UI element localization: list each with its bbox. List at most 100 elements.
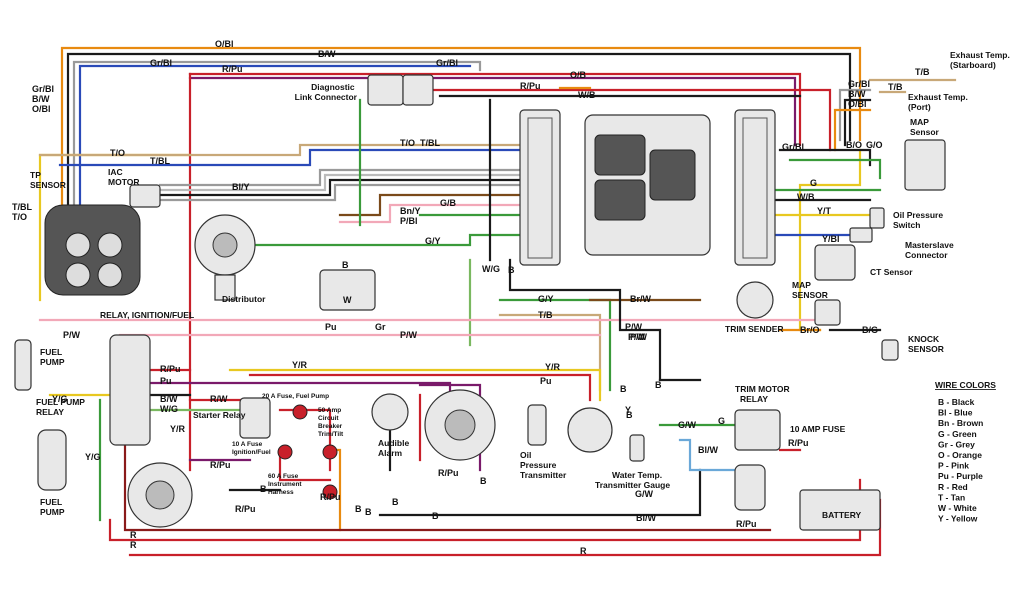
wire-label: Pu xyxy=(160,376,172,386)
label-fuel-pump-1: FUEL PUMP xyxy=(40,347,65,367)
wire-label: B xyxy=(508,265,515,275)
map-sensor-plug xyxy=(814,299,841,326)
legend-title: WIRE COLORS xyxy=(935,380,996,390)
label-fuse-50: 50 Amp Circuit Breaker Trim/Tilt xyxy=(318,407,344,438)
wire-label: B xyxy=(365,507,372,517)
throttle-bore-1 xyxy=(65,232,91,258)
wire-label: Bl/W xyxy=(698,445,719,455)
label-oil-pressure-transmitter: Oil Pressure Transmitter xyxy=(520,450,567,480)
wire-label: R/Pu xyxy=(235,504,256,514)
wire-label: Pu xyxy=(325,322,337,332)
wire-label: P/W xyxy=(63,330,81,340)
map-sensor-top xyxy=(904,139,946,191)
wire-label: T/B xyxy=(915,67,930,77)
battery xyxy=(799,489,881,531)
wire-b-w-r xyxy=(843,98,872,147)
wire-label: R/Pu xyxy=(788,438,809,448)
wire-label: W/G xyxy=(160,404,178,414)
wire-gr-bl-2 xyxy=(78,64,472,238)
label-exhaust-port: Exhaust Temp. (Port) xyxy=(908,92,970,112)
wire-black-ecm xyxy=(508,258,662,382)
wire-labels: O/BlB/WGr/BlR/PuGr/BlGr/BlB/WO/BlR/PuO/B… xyxy=(12,39,930,556)
wire-label: R/Pu xyxy=(160,364,181,374)
ecm-plug-bottom xyxy=(594,179,646,221)
wire-bl-y xyxy=(158,168,522,187)
oil-pressure-switch xyxy=(869,207,885,229)
label-ct-sensor: CT Sensor xyxy=(870,267,913,277)
wire-label: R/Pu xyxy=(222,64,243,74)
wire-label: B xyxy=(260,484,267,494)
audible-alarm xyxy=(371,393,409,431)
label-map-sensor: MAP SENSOR xyxy=(792,280,828,300)
wire-label: W/G xyxy=(482,264,500,274)
wire-b-o xyxy=(778,148,872,167)
label-relay-ignition: RELAY, IGNITION/FUEL xyxy=(100,310,194,320)
label-map-sensor-top: MAP Sensor xyxy=(910,117,940,137)
ecm-right-connector xyxy=(734,109,776,266)
legend-item: Gr - Grey xyxy=(938,439,975,449)
label-fuel-pump-relay: FUEL PUMP RELAY xyxy=(36,397,87,417)
wire-label: B xyxy=(355,504,362,514)
wire-label: B/G xyxy=(862,325,878,335)
label-audible-alarm: Audible Alarm xyxy=(378,438,412,458)
wire-label: Gr/Bl xyxy=(32,84,54,94)
wire-label: Gr/Bl xyxy=(848,79,870,89)
wire-label: O/Bl xyxy=(848,99,867,109)
wire-t-b-mid xyxy=(498,313,602,392)
trim-motor-relay xyxy=(734,409,781,451)
label-fuse-10: 10 A Fuse Ignition/Fuel xyxy=(232,441,271,456)
ecm-plug-top xyxy=(594,134,646,176)
label-fuse-10amp: 10 AMP FUSE xyxy=(790,424,846,434)
masterslave-connector xyxy=(849,227,873,243)
starter-relay xyxy=(239,397,271,439)
wire-label: T/O xyxy=(110,148,125,158)
legend-item: O - Orange xyxy=(938,450,982,460)
throttle-bore-2 xyxy=(97,232,123,258)
label-exhaust-starboard: Exhaust Temp. (Starboard) xyxy=(950,50,1012,70)
ecm-left-pins xyxy=(527,117,553,259)
label-iac-motor: IAC MOTOR xyxy=(108,167,139,187)
fuse-60a xyxy=(322,484,338,500)
fuel-pump-1 xyxy=(14,339,32,391)
wire-fuse-red-2 xyxy=(278,448,332,482)
wire-label: Y/G xyxy=(52,394,68,404)
wire-bundle-3 xyxy=(158,183,522,202)
iac-motor xyxy=(129,184,161,208)
wire-label: R/Pu xyxy=(438,468,459,478)
wire-label: G/O xyxy=(866,140,883,150)
label-trim-sender: TRIM SENDER xyxy=(725,324,784,334)
wire-label: B/W xyxy=(160,394,178,404)
diagnostic-connector-2 xyxy=(402,74,434,106)
label-fuse-20: 20 A Fuse, Fuel Pump xyxy=(262,393,329,400)
wire-label: R/W xyxy=(210,394,228,404)
label-diagnostic: Diagnostic Link Connector xyxy=(295,82,358,102)
wire-label: R xyxy=(130,530,137,540)
wire-label: Pu xyxy=(540,376,552,386)
diagnostic-connector xyxy=(367,74,404,106)
wire-o-bl-r xyxy=(833,108,872,152)
wire-label: G/W xyxy=(635,489,654,499)
wire-label: O/Bl xyxy=(32,104,51,114)
trim-sender xyxy=(736,281,774,319)
throttle-body xyxy=(44,204,141,296)
starter-core xyxy=(145,480,175,510)
wire-label: P/W xyxy=(400,330,418,340)
ecm-plug-right xyxy=(649,149,696,201)
legend-item: P - Pink xyxy=(938,461,969,471)
wire-label: Y/G xyxy=(85,452,101,462)
wire-label: G/Y xyxy=(425,236,441,246)
legend-item: G - Green xyxy=(938,429,977,439)
knock-sensor xyxy=(881,339,899,361)
wire-gy-mid xyxy=(498,298,612,392)
label-tp-sensor: TP SENSOR xyxy=(30,170,66,190)
wire-label: T/BL xyxy=(420,138,440,148)
wire-bl-w xyxy=(678,438,742,472)
wire-label: Y/Bl xyxy=(822,234,840,244)
map-sensor xyxy=(814,244,856,281)
wire-b-w-top xyxy=(66,52,852,234)
wire-label: B/W xyxy=(32,94,50,104)
wire-label: R/Pu xyxy=(736,519,757,529)
wire-label: P/W xyxy=(628,332,646,342)
